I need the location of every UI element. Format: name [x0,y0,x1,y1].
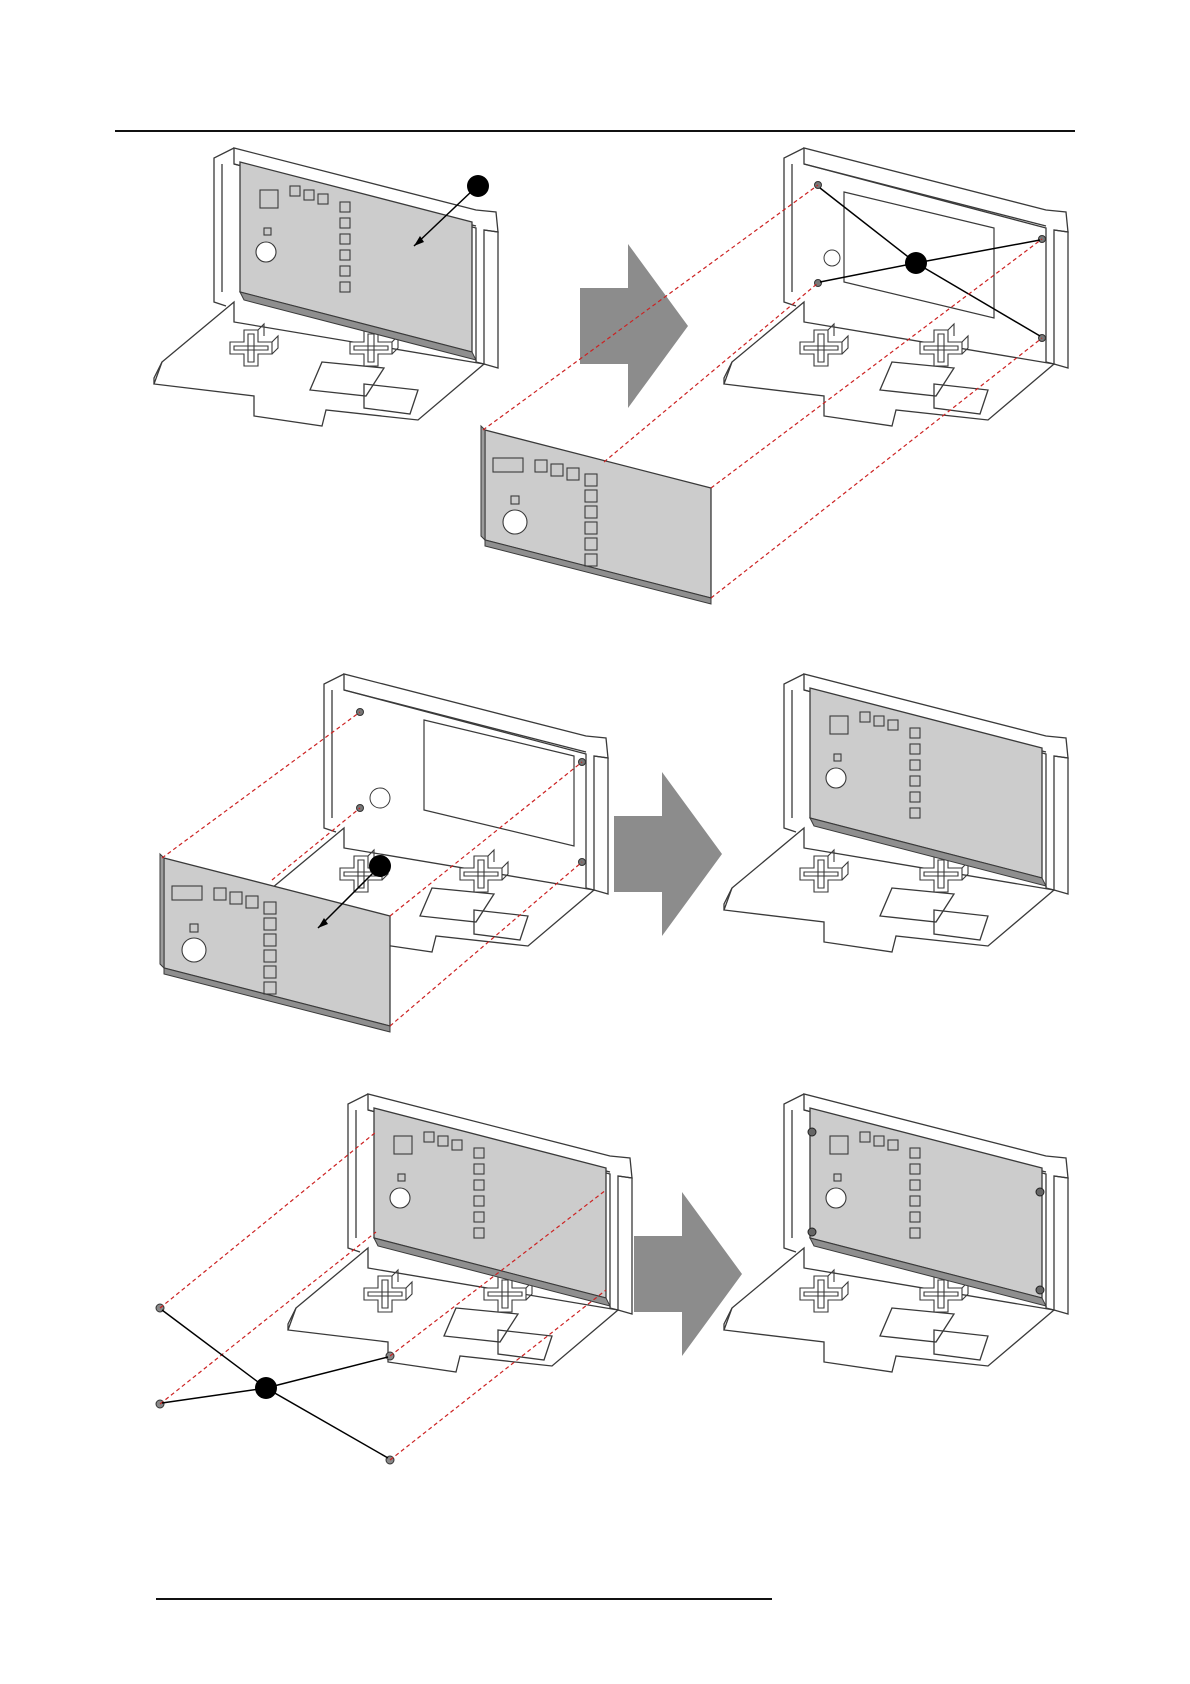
step-arrow-icon [634,1192,742,1356]
step1-after [724,148,1068,426]
step1-before [154,148,498,426]
step-arrow-icon [580,244,688,408]
step3-before [288,1094,632,1372]
step1-exploded-board [481,426,711,604]
step2-after [724,674,1068,952]
step3-after [724,1094,1068,1372]
step-arrow-icon [614,772,722,936]
